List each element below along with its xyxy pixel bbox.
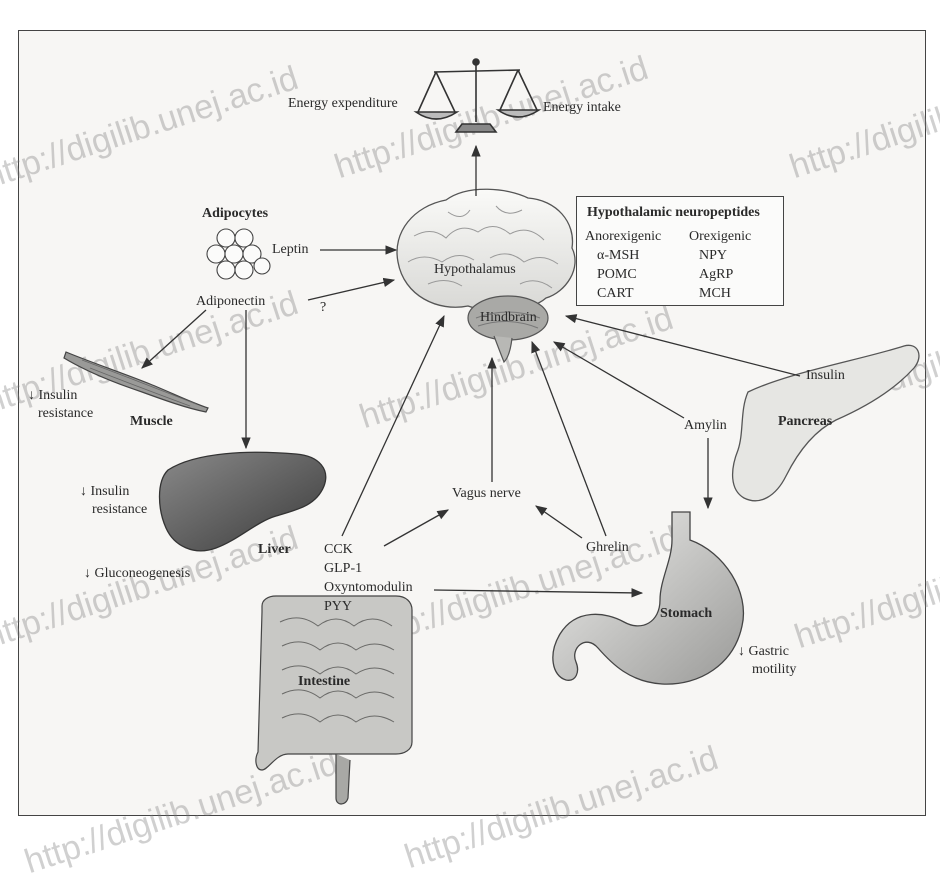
arrow-to-muscle bbox=[142, 310, 206, 368]
ghrelin-label: Ghrelin bbox=[586, 540, 629, 556]
muscle-effect-line1: ↓ Insulin bbox=[28, 388, 77, 404]
liver-icon bbox=[160, 452, 326, 551]
orexigenic-item: NPY bbox=[689, 246, 751, 265]
orexigenic-column: Orexigenic NPY AgRP MCH bbox=[689, 227, 751, 303]
hormone-pyy: PYY bbox=[324, 599, 352, 615]
arrow-amylin-to-brain bbox=[554, 342, 684, 418]
hypothalamus-label: Hypothalamus bbox=[434, 262, 516, 278]
unknown-mark: ? bbox=[320, 300, 326, 316]
pancreas-label: Pancreas bbox=[778, 414, 832, 430]
gluconeogenesis-label: ↓ Gluconeogenesis bbox=[84, 566, 190, 582]
anorexigenic-item: CART bbox=[585, 284, 661, 303]
arrow-ghrelin-to-brain bbox=[532, 342, 606, 536]
orexigenic-header: Orexigenic bbox=[689, 227, 751, 246]
amylin-label: Amylin bbox=[684, 418, 727, 434]
hormone-oxyntomodulin: Oxyntomodulin bbox=[324, 580, 413, 596]
anorexigenic-column: Anorexigenic α-MSH POMC CART bbox=[585, 227, 661, 303]
arrow-to-vagus bbox=[384, 510, 448, 546]
anorexigenic-header: Anorexigenic bbox=[585, 227, 661, 246]
arrow-adiponectin bbox=[308, 280, 394, 300]
hormone-cck: CCK bbox=[324, 542, 353, 558]
liver-effect-line2: resistance bbox=[92, 502, 147, 518]
gastric-line1: ↓ Gastric bbox=[738, 644, 789, 660]
anorexigenic-item: POMC bbox=[585, 265, 661, 284]
anorexigenic-item: α-MSH bbox=[585, 246, 661, 265]
insulin-label: Insulin bbox=[806, 368, 845, 384]
arrow-cck-to-brain bbox=[342, 316, 444, 536]
adipocytes-icon bbox=[207, 229, 270, 279]
intestine-label: Intestine bbox=[298, 674, 350, 690]
neuropeptides-title: Hypothalamic neuropeptides bbox=[587, 205, 760, 221]
neuropeptides-box: Hypothalamic neuropeptides Anorexigenic … bbox=[576, 196, 784, 306]
orexigenic-item: AgRP bbox=[689, 265, 751, 284]
muscle-icon bbox=[64, 352, 208, 412]
energy-expenditure-label: Energy expenditure bbox=[288, 96, 398, 112]
stomach-label: Stomach bbox=[660, 606, 712, 622]
gastric-line2: motility bbox=[752, 662, 796, 678]
leptin-label: Leptin bbox=[272, 242, 309, 258]
hormone-glp1: GLP-1 bbox=[324, 561, 362, 577]
muscle-label: Muscle bbox=[130, 414, 173, 430]
muscle-effect-line2: resistance bbox=[38, 406, 93, 422]
balance-scale-icon bbox=[416, 59, 539, 132]
intestine-icon bbox=[256, 596, 412, 804]
orexigenic-item: MCH bbox=[689, 284, 751, 303]
liver-effect-line1: ↓ Insulin bbox=[80, 484, 129, 500]
adiponectin-label: Adiponectin bbox=[196, 294, 265, 310]
adipocytes-label: Adipocytes bbox=[202, 206, 268, 222]
arrow-ghrelin-to-vagus bbox=[536, 506, 582, 538]
vagus-nerve-label: Vagus nerve bbox=[452, 486, 521, 502]
arrow-insulin-to-brain bbox=[566, 316, 800, 376]
arrow-gut-to-stomach bbox=[434, 590, 642, 593]
liver-label: Liver bbox=[258, 542, 291, 558]
hindbrain-label: Hindbrain bbox=[480, 310, 537, 326]
energy-intake-label: Energy intake bbox=[543, 100, 621, 116]
